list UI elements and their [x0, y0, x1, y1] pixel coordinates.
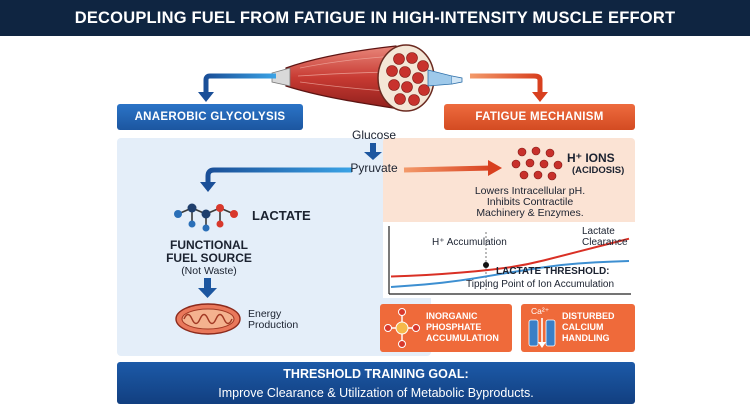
phosphate-line1: INORGANIC — [426, 311, 478, 321]
glycolysis-panel — [117, 138, 431, 356]
threshold-label-line2: Tipping Point of Ion Accumulation — [466, 279, 615, 290]
effect-line1: Lowers Intracellular pH. — [474, 185, 586, 197]
h-ions-label: H⁺ IONS — [567, 151, 615, 165]
acidosis-label: (ACIDOSIS) — [572, 165, 625, 176]
calcium-line1: DISTURBED — [562, 311, 615, 321]
phosphate-molecule-icon — [384, 308, 420, 348]
phosphate-line3: ACCUMULATION — [426, 333, 499, 343]
energy-line2: Production — [248, 319, 299, 331]
goal-banner — [117, 362, 635, 404]
lactate-label: LACTATE — [252, 208, 311, 223]
series-line-0 — [390, 237, 630, 278]
goal-title: THRESHOLD TRAINING GOAL: — [283, 367, 469, 381]
calcium-symbol: Ca²⁺ — [531, 306, 550, 316]
page-title: DECOUPLING FUEL FROM FATIGUE IN HIGH-INT… — [74, 9, 676, 27]
fatigue-header: FATIGUE MECHANISM — [444, 104, 635, 130]
energy-line1: Energy — [248, 308, 282, 320]
threshold-chart-svg — [388, 226, 631, 295]
clearance-label-line1: Lactate — [582, 226, 615, 237]
phosphate-line2: PHOSPHATE — [426, 322, 482, 332]
calcium-line3: HANDLING — [562, 333, 610, 343]
clearance-label-line2: Clearance — [582, 237, 628, 248]
goal-text: Improve Clearance & Utilization of Metab… — [218, 386, 534, 400]
mitochondrion-icon — [175, 303, 241, 335]
title-bar — [0, 0, 750, 36]
threshold-point — [483, 262, 489, 268]
series-label-h-accumulation: H⁺ Accumulation — [432, 237, 507, 248]
glucose-label: Glucose — [351, 128, 397, 142]
fuel-title-line2: FUEL SOURCE — [166, 251, 252, 265]
threshold-chart — [383, 222, 635, 298]
pyruvate-label: Pyruvate — [350, 161, 398, 175]
effect-line2: Inhibits Contractile — [486, 196, 574, 208]
glycolysis-header: ANAEROBIC GLYCOLYSIS — [117, 104, 303, 130]
series-line-1 — [390, 260, 630, 289]
fuel-title-line1: FUNCTIONAL — [170, 238, 248, 252]
calcium-line2: CALCIUM — [562, 322, 604, 332]
calcium-channel-icon — [528, 318, 556, 348]
lactate-molecule-icon — [174, 203, 238, 232]
effect-line3: Machinery & Enzymes. — [476, 207, 584, 219]
h-ions-cluster-icon — [511, 146, 563, 181]
fuel-note: (Not Waste) — [181, 265, 237, 277]
threshold-label-line1: LACTATE THRESHOLD: — [496, 266, 610, 277]
